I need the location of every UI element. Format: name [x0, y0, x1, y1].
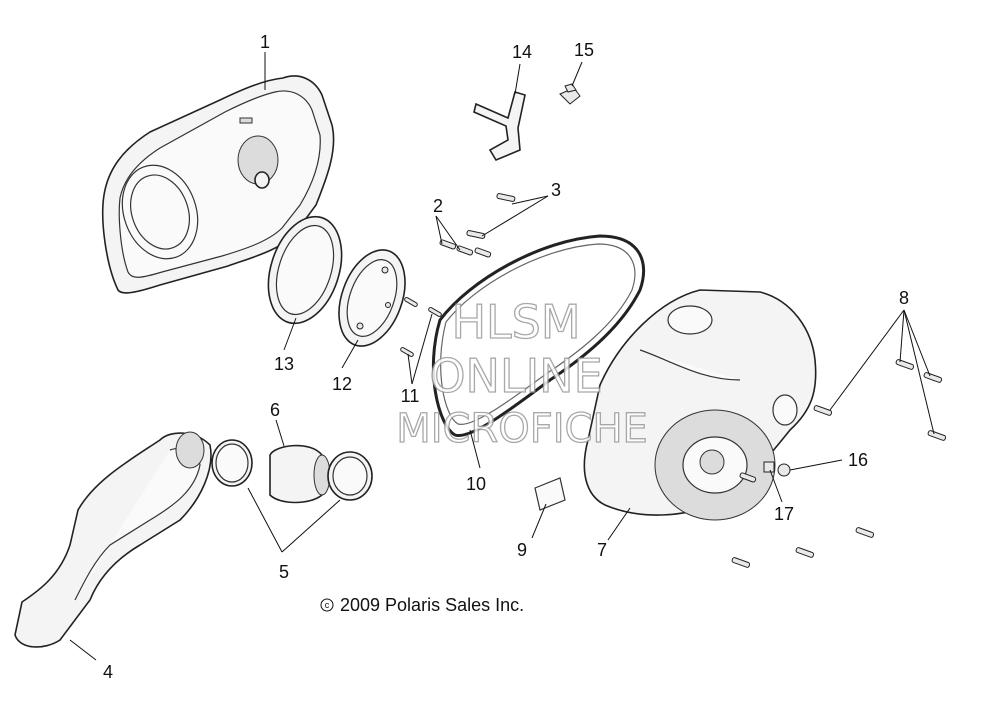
callout-15: 15	[574, 40, 594, 60]
callout-6: 6	[270, 400, 280, 420]
callout-5: 5	[279, 562, 289, 582]
boot-and-clamps	[211, 439, 373, 504]
watermark-line-3: MICROFICHE	[396, 406, 648, 452]
callout-12: 12	[332, 374, 352, 394]
screws	[400, 193, 516, 357]
outer-clutch-cover	[583, 289, 817, 521]
callout-1: 1	[260, 32, 270, 52]
callout-13: 13	[274, 354, 294, 374]
callout-16: 16	[848, 450, 868, 470]
callout-2: 2	[433, 196, 443, 216]
watermark: HLSM ONLINE MICROFICHE	[396, 294, 649, 452]
decal	[534, 477, 566, 511]
copyright-circle-icon	[320, 598, 334, 612]
copyright-notice: c 2009 Polaris Sales Inc.	[320, 595, 524, 615]
callout-3: 3	[551, 180, 561, 200]
callout-10: 10	[466, 474, 486, 494]
cover-plate	[338, 249, 406, 347]
seal-ring	[267, 215, 343, 325]
watermark-line-2: ONLINE	[429, 349, 602, 403]
callout-9: 9	[517, 540, 527, 560]
intake-duct	[14, 431, 212, 648]
callout-17: 17	[774, 504, 794, 524]
callout-8: 8	[899, 288, 909, 308]
push-rivet	[559, 83, 581, 105]
drive-belt	[431, 234, 646, 438]
copyright-symbol: c	[325, 600, 330, 610]
callout-4: 4	[103, 662, 113, 682]
callout-14: 14	[512, 42, 532, 62]
callout-7: 7	[597, 540, 607, 560]
callout-11: 11	[401, 386, 420, 406]
bracket	[473, 90, 526, 162]
inner-clutch-cover	[101, 75, 335, 294]
copyright-text: 2009 Polaris Sales Inc.	[340, 595, 524, 615]
callouts: 1 2 3 4 5 6 7 8 9 10 11 12 13 14 15 16 1…	[103, 32, 909, 682]
cover-bolts	[731, 359, 947, 568]
watermark-line-1: HLSM	[451, 295, 580, 349]
leader-lines	[69, 52, 935, 661]
